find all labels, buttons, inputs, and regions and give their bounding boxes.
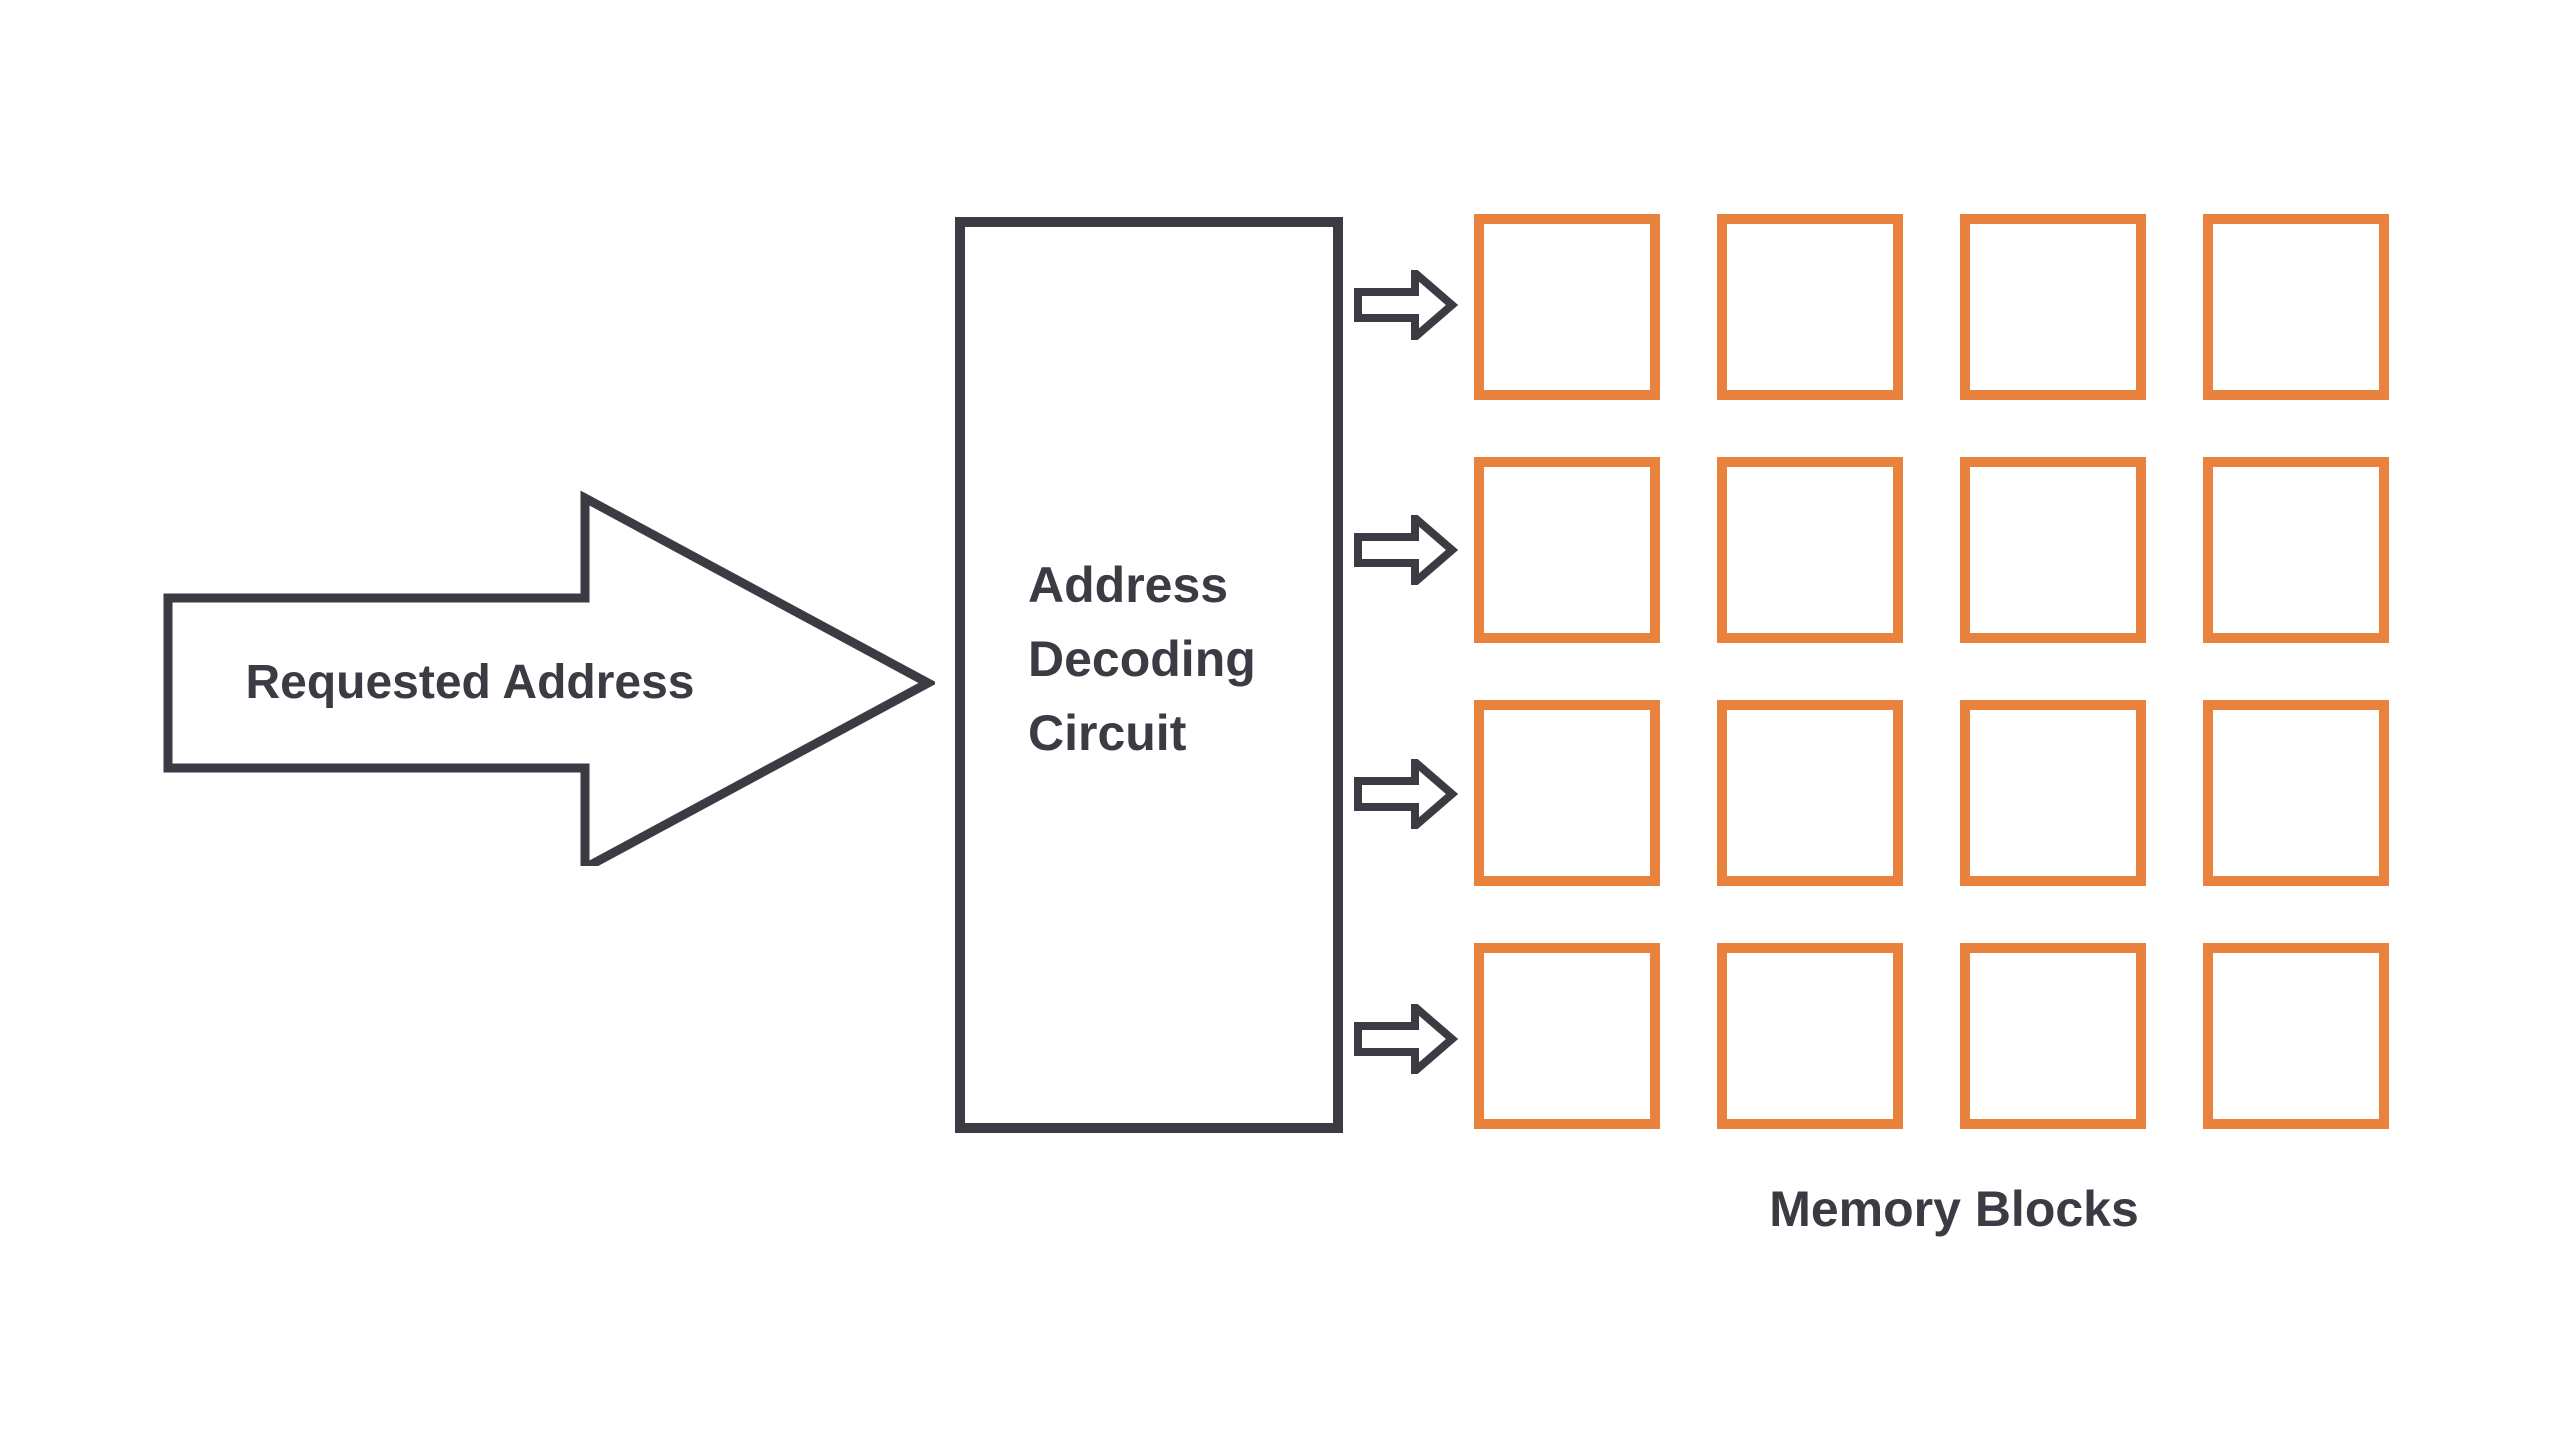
decoder-label-line-1: Address	[1028, 557, 1229, 613]
memory-block	[1717, 214, 1903, 400]
memory-block	[2203, 214, 2389, 400]
memory-block	[1960, 700, 2146, 886]
address-decoding-circuit-box	[955, 217, 1343, 1133]
block-arrow-shape	[163, 490, 935, 866]
row-arrow-icon	[1354, 1003, 1458, 1074]
memory-block	[2203, 943, 2389, 1129]
row-arrows	[1352, 214, 1458, 1130]
memory-block	[1717, 943, 1903, 1129]
decoder-label-line-2: Decoding	[1028, 631, 1256, 687]
memory-block	[1717, 457, 1903, 643]
decoder-label: Address Decoding Circuit	[1028, 548, 1256, 770]
memory-block	[2203, 457, 2389, 643]
memory-grid	[1474, 214, 2389, 1129]
requested-address-label: Requested Address	[245, 656, 695, 709]
memory-block	[1474, 943, 1660, 1129]
memory-block	[1474, 457, 1660, 643]
memory-block	[1717, 700, 1903, 886]
row-arrow-icon	[1354, 514, 1458, 585]
memory-block	[2203, 700, 2389, 886]
memory-block	[1960, 457, 2146, 643]
memory-block	[1960, 214, 2146, 400]
memory-blocks-label: Memory Blocks	[1769, 1181, 2139, 1237]
decoder-label-line-3: Circuit	[1028, 705, 1187, 761]
memory-block	[1474, 214, 1660, 400]
memory-block	[1474, 700, 1660, 886]
row-arrow-icon	[1354, 270, 1458, 340]
row-arrow-icon	[1354, 759, 1458, 830]
requested-address-arrow-icon	[163, 490, 935, 866]
memory-block	[1960, 943, 2146, 1129]
